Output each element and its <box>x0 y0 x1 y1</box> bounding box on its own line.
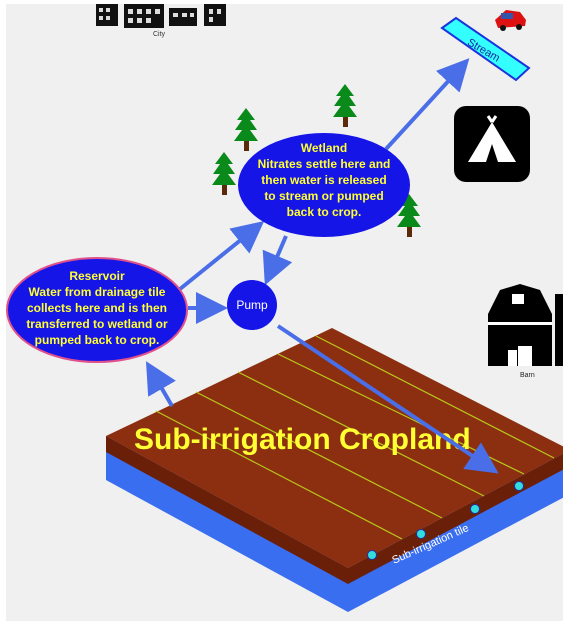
cropland-block <box>106 328 563 612</box>
tile-dots <box>367 481 524 560</box>
wetland-node: Wetland Nitrates settle here and then wa… <box>238 133 410 237</box>
wetland-line-4: back to crop. <box>287 205 362 219</box>
barn-label: Barn <box>520 372 535 379</box>
reservoir-line-4: pumped back to crop. <box>35 333 160 347</box>
pump-node: Pump <box>227 280 277 330</box>
reservoir-line-3: transferred to wetland or <box>26 317 168 331</box>
reservoir-line-2: collects here and is then <box>27 301 167 315</box>
wetland-line-2: then water is released <box>261 173 386 187</box>
diagram-canvas: City Stream Barn <box>6 4 563 621</box>
camping-tent-icon <box>454 106 530 182</box>
wetland-line-3: to stream or pumped <box>264 189 383 203</box>
wetland-line-1: Nitrates settle here and <box>258 157 391 171</box>
car-icon <box>495 10 526 31</box>
city-skyline-icon <box>96 4 226 28</box>
pump-label: Pump <box>236 298 268 312</box>
barn-icon <box>488 284 563 366</box>
reservoir-title: Reservoir <box>69 269 125 283</box>
stream-icon <box>440 16 531 82</box>
reservoir-line-1: Water from drainage tile <box>29 285 166 299</box>
tree-icon <box>212 84 421 237</box>
cropland-title: Sub-irrigation Cropland <box>134 423 471 456</box>
city-label: City <box>153 31 166 38</box>
flow-arrows <box>145 58 499 474</box>
reservoir-node: Reservoir Water from drainage tile colle… <box>6 257 188 363</box>
diagram-svg: City Stream Barn <box>6 4 563 612</box>
wetland-title: Wetland <box>301 141 347 155</box>
